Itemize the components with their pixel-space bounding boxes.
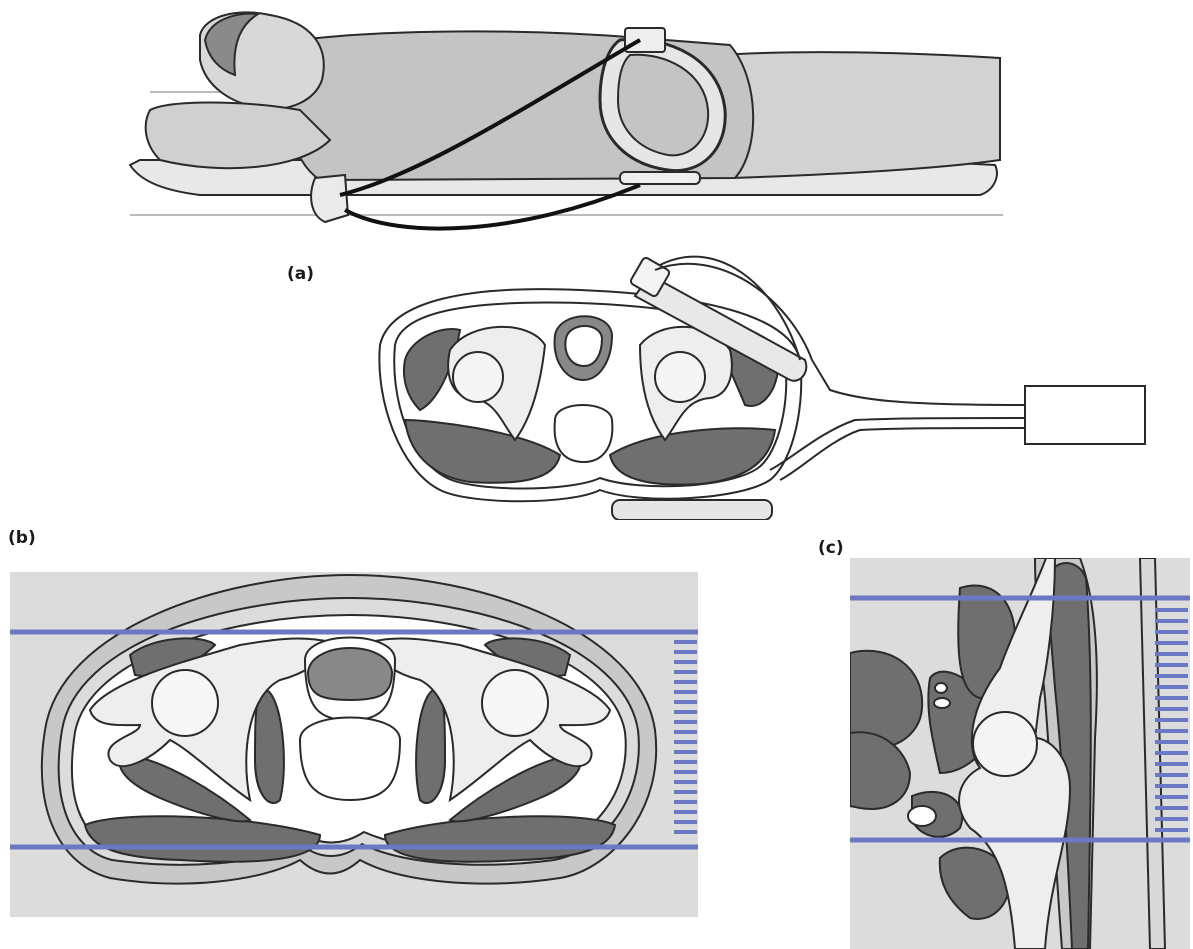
panel-c-figure [850, 558, 1190, 949]
panel-label-c: (c) [818, 538, 844, 558]
slice-tick-stack-sagittal [1155, 610, 1188, 830]
pelvis-cross-section-with-coil [379, 257, 1145, 520]
panel-a-figure [0, 0, 1193, 520]
panel-label-b: (b) [8, 528, 36, 548]
panel-b-figure [0, 560, 700, 920]
patient-illustration [130, 12, 1000, 222]
